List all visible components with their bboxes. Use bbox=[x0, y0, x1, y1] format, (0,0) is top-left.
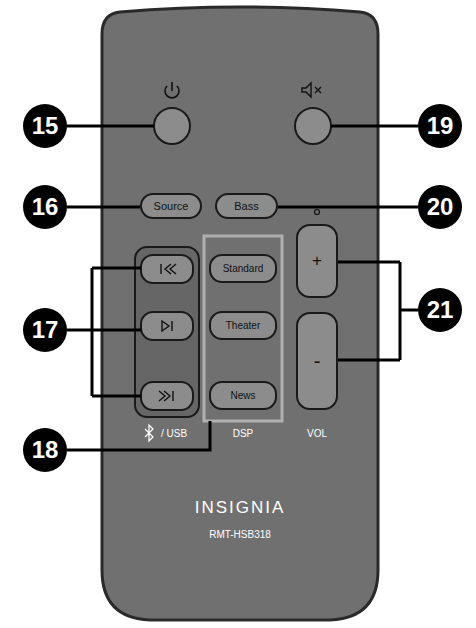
volume-dot bbox=[315, 210, 320, 215]
previous-button bbox=[141, 255, 193, 283]
button-label: - bbox=[314, 350, 321, 373]
dsp-button: Theater bbox=[209, 311, 277, 340]
next-icon bbox=[159, 391, 173, 401]
button-label: Source bbox=[154, 200, 189, 212]
dsp-button: Standard bbox=[209, 254, 277, 283]
volume-up-button: + bbox=[296, 224, 338, 298]
mute-icon bbox=[315, 87, 321, 93]
callout-number: 15 bbox=[32, 112, 59, 140]
power-icon bbox=[171, 82, 173, 91]
bass-button: Bass bbox=[215, 193, 278, 219]
button-label: Theater bbox=[226, 320, 260, 331]
button-label: Bass bbox=[234, 200, 258, 212]
button-label: News bbox=[230, 390, 255, 401]
dsp-highlight bbox=[204, 236, 282, 421]
group-label: VOL bbox=[307, 428, 327, 439]
brand-name: INSIGNIA bbox=[195, 498, 286, 518]
callout-number: 21 bbox=[427, 296, 454, 324]
mute-button bbox=[295, 108, 331, 144]
volume-down-button: - bbox=[296, 312, 338, 410]
previous-icon bbox=[161, 264, 176, 274]
remote-body bbox=[102, 7, 378, 620]
transport-slot bbox=[135, 247, 199, 417]
leader-lines bbox=[67, 126, 418, 450]
button-label: Standard bbox=[223, 263, 264, 274]
callout-number: 19 bbox=[427, 112, 454, 140]
group-label: / USB bbox=[161, 428, 187, 439]
callout-number: 17 bbox=[32, 316, 59, 344]
callout-number: 18 bbox=[32, 436, 59, 464]
bluetooth-icon bbox=[145, 425, 153, 441]
power-button bbox=[154, 108, 190, 144]
callout-number: 20 bbox=[427, 193, 454, 221]
play-pause-icon bbox=[162, 321, 172, 331]
play-pause-button bbox=[141, 312, 193, 340]
callout-circles bbox=[23, 104, 462, 472]
model-number: RMT-HSB318 bbox=[209, 529, 271, 540]
group-label: DSP bbox=[233, 428, 254, 439]
mute-icon bbox=[302, 83, 311, 97]
callout-number: 16 bbox=[32, 193, 59, 221]
source-button: Source bbox=[140, 193, 202, 219]
button-label: + bbox=[312, 251, 322, 271]
next-button bbox=[141, 382, 193, 410]
dsp-button: News bbox=[209, 381, 277, 410]
